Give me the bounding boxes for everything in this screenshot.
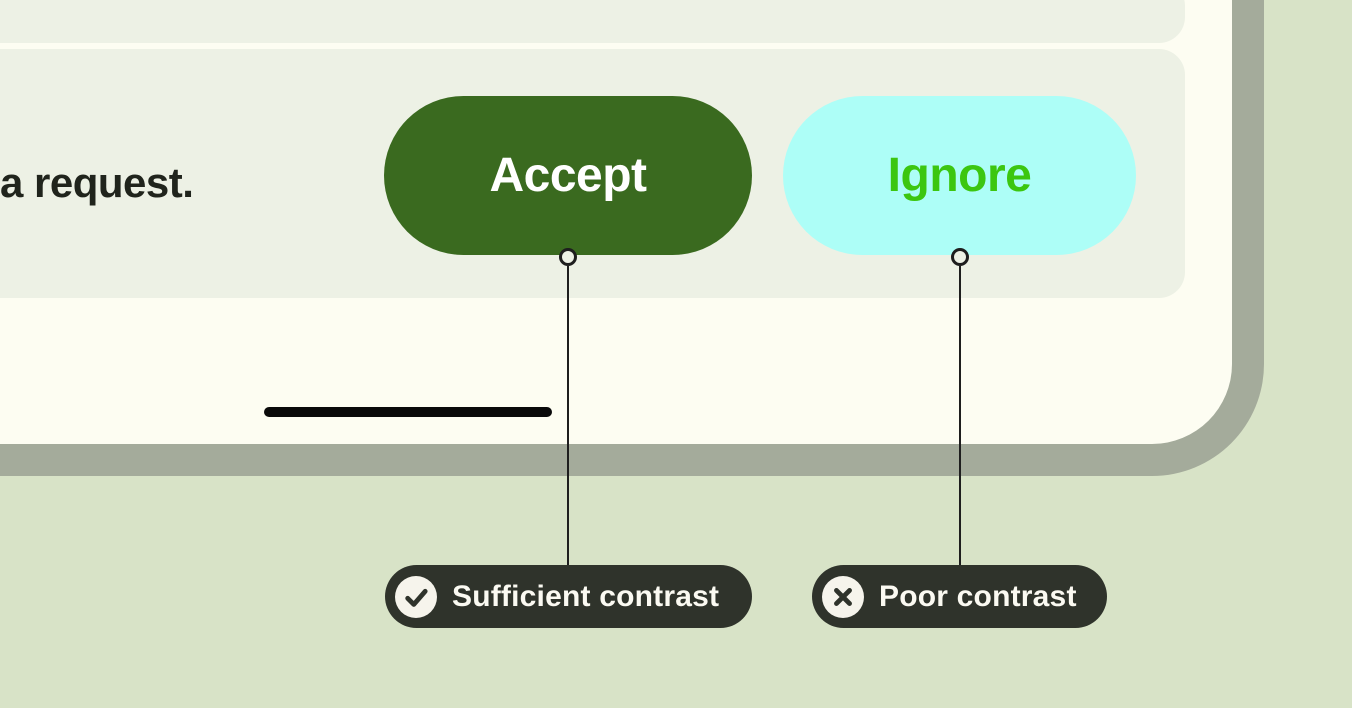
- home-indicator-bar: [264, 407, 552, 417]
- request-message-text: a request.: [0, 159, 194, 206]
- poor-contrast-chip: Poor contrast: [812, 565, 1107, 628]
- chip-label: Sufficient contrast: [452, 579, 720, 613]
- top-card-panel: [0, 0, 1185, 43]
- ignore-button[interactable]: Ignore: [783, 96, 1136, 255]
- ignore-connector-dot: [951, 248, 969, 266]
- chip-label: Poor contrast: [879, 579, 1077, 613]
- accept-connector-line: [567, 266, 569, 565]
- check-circle-icon: [395, 575, 437, 618]
- accept-connector-dot: [559, 248, 577, 266]
- ignore-connector-line: [959, 266, 961, 565]
- x-circle-icon: [822, 575, 864, 618]
- accept-button[interactable]: Accept: [384, 96, 752, 255]
- sufficient-contrast-chip: Sufficient contrast: [385, 565, 752, 628]
